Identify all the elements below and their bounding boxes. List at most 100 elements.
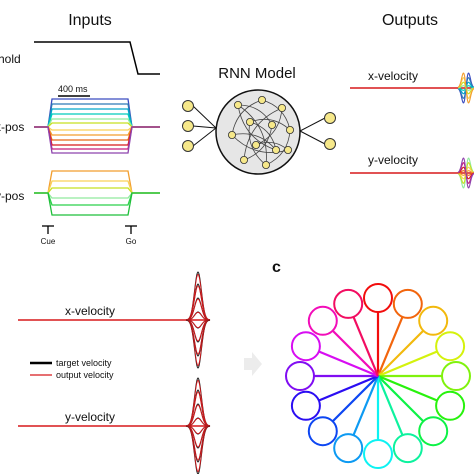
rnn-input-arrow <box>192 105 217 129</box>
rnn-output-node <box>324 138 336 150</box>
reach-trajectory <box>376 316 404 377</box>
rnn-input-node <box>182 100 194 112</box>
reach-target-circle <box>435 331 466 362</box>
out-y-velocity-label: y-velocity <box>368 153 418 167</box>
inputs-title: Inputs <box>68 12 112 29</box>
reach-trajectory <box>377 375 425 423</box>
rnn-connection <box>243 124 273 161</box>
out-x-peaks <box>457 72 474 104</box>
rnn-unit <box>277 104 286 113</box>
b-y-target-trace <box>185 389 211 427</box>
ypos-label: y-pos <box>0 189 24 203</box>
xpos-trace <box>34 108 160 128</box>
b-x-output-trace <box>185 273 211 321</box>
reach-target-circle <box>290 331 321 362</box>
cue-marker <box>42 225 54 234</box>
rnn-unit <box>257 96 266 105</box>
outputs-title: Outputs <box>382 12 438 29</box>
rnn-connection <box>248 121 267 166</box>
b-x-output-trace <box>186 319 210 329</box>
rnn-connection <box>237 104 277 151</box>
reach-target-circle <box>392 433 423 464</box>
outputs-panel: Outputs x-velocity y-velocity <box>350 12 474 189</box>
rnn-connection <box>231 99 263 136</box>
b-x-output-trace <box>185 319 211 367</box>
rnn-input-arrow <box>192 125 217 129</box>
rnn-input-node <box>182 140 194 152</box>
rnn-unit <box>271 145 280 154</box>
rnn-unit <box>283 145 292 154</box>
b-x-output-trace <box>185 319 211 355</box>
b-y-output-trace <box>186 425 210 435</box>
go-label: Go <box>126 237 137 246</box>
reach-target-circle <box>392 288 423 319</box>
panel-c-letter: c <box>272 259 281 276</box>
rnn-output-arrow <box>299 130 326 145</box>
rnn-connection <box>231 133 277 151</box>
ypos-trace <box>34 187 160 194</box>
reach-target-circle <box>363 439 393 469</box>
reach-trajectory <box>352 316 380 377</box>
ypos-trace <box>34 192 160 216</box>
ypos-trace <box>34 170 160 194</box>
b-x-output-trace <box>186 319 210 342</box>
reach-trajectory <box>331 375 379 423</box>
reach-target-circle <box>290 390 321 421</box>
b-x-target-trace <box>185 283 211 321</box>
b-x-velocity-label: x-velocity <box>65 304 115 318</box>
rnn-input-nodes <box>182 100 217 152</box>
reach-trajectory <box>331 329 379 377</box>
xpos-traces <box>34 98 160 154</box>
reach-target-circle <box>307 305 338 336</box>
reach-trajectory <box>377 374 438 402</box>
reach-target-circle <box>285 361 315 391</box>
legend-target-label: target velocity <box>56 358 112 368</box>
xpos-trace <box>34 126 160 154</box>
rnn-unit <box>233 101 242 110</box>
rnn-unit <box>239 155 248 164</box>
rnn-unit <box>267 121 276 130</box>
ypos-trace <box>34 180 160 194</box>
ypos-trace <box>34 192 160 199</box>
reach-target-circle <box>363 283 393 313</box>
reach-trajectory <box>318 374 379 402</box>
b-x-output-trace <box>186 311 210 321</box>
b-x-target-trace <box>185 319 211 357</box>
out-y-peaks <box>457 157 474 189</box>
reach-target-circle <box>418 305 449 336</box>
b-y-output-trace <box>185 425 211 473</box>
b-y-output-trace <box>185 379 211 427</box>
reach-targets <box>285 283 471 469</box>
out-y-peak <box>457 157 474 189</box>
b-y-output-trace <box>185 391 211 427</box>
b-y-output-trace <box>185 425 211 461</box>
hold-signal <box>34 41 160 75</box>
b-x-output-trace <box>185 285 211 321</box>
reach-trajectory <box>377 350 438 378</box>
reach-trajectory <box>377 329 425 377</box>
reach-target-circle <box>435 390 466 421</box>
ypos-traces <box>34 170 160 216</box>
xpos-trace <box>34 113 160 128</box>
reach-target-circle <box>333 433 364 464</box>
go-marker <box>125 225 137 234</box>
reach-trajectory <box>376 375 404 436</box>
rnn-connection <box>255 107 283 146</box>
b-y-output-trace <box>186 425 210 448</box>
inputs-panel: Inputs hold 400 ms x-pos y-pos Cue Go <box>0 12 160 246</box>
rnn-connection <box>243 107 283 161</box>
rnn-output-arrow <box>299 117 326 132</box>
hold-label: hold <box>0 52 21 66</box>
b-y-output-trace <box>186 417 210 427</box>
rnn-unit <box>251 140 260 149</box>
rnn-connection <box>231 134 289 153</box>
reach-target-circle <box>418 416 449 447</box>
rnn-input-node <box>182 120 194 132</box>
out-x-velocity-label: x-velocity <box>368 69 418 83</box>
rnn-connection <box>237 104 267 166</box>
cue-label: Cue <box>41 237 56 246</box>
reach-target-circle <box>307 416 338 447</box>
rnn-output-nodes <box>299 112 336 150</box>
rnn-input-arrow <box>192 127 217 147</box>
xpos-trace <box>34 126 160 136</box>
